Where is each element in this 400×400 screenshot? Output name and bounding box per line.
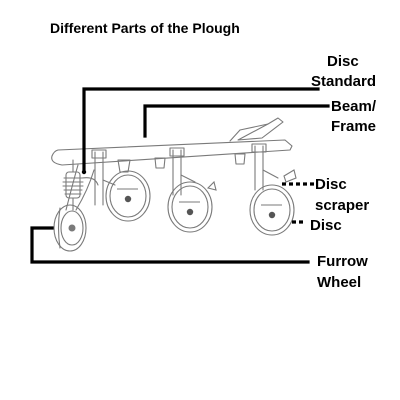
beam-outline [51, 139, 293, 166]
label-furrow-1: Furrow [317, 253, 368, 270]
leader-beam-frame [143, 104, 330, 138]
label-disc-standard-1: Disc [327, 53, 359, 70]
standard-1 [94, 151, 104, 206]
diagram-title: Different Parts of the Plough [50, 20, 240, 36]
label-disc-scraper-2: scraper [315, 197, 370, 214]
disc-1 [105, 170, 151, 222]
hitch-piece [237, 117, 284, 141]
label-beam-1: Beam/ [331, 98, 377, 115]
disc-3 [249, 184, 295, 236]
label-disc-scraper-1: Disc [315, 176, 347, 193]
label-disc-standard-2: Standard [311, 73, 377, 90]
standard-3 [254, 145, 264, 191]
leader-disc-standard [82, 87, 320, 172]
leader-furrow-wheel [30, 226, 310, 264]
disc-2 [167, 181, 213, 233]
label-furrow-2: Wheel [317, 274, 362, 291]
label-disc: Disc [310, 217, 342, 234]
standard-2 [172, 149, 182, 196]
furrow-wheel-tyre [53, 204, 87, 252]
label-beam-2: Frame [331, 118, 377, 135]
